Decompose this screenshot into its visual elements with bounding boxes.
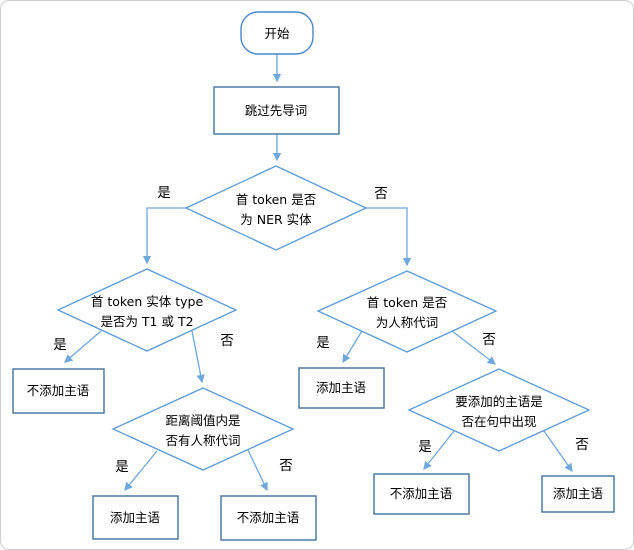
skip-label: 跳过先导词 (245, 103, 308, 118)
add-1-label: 添加主语 (110, 510, 160, 525)
process-shape (373, 473, 470, 515)
label-dthreshold-yes: 是 (115, 459, 129, 475)
dthreshold-line1: 距离阈值内是 (165, 413, 241, 428)
decision-shape (316, 270, 498, 353)
node-no-subject-right: 不添加主语 (373, 473, 470, 515)
edge-dappear-no (543, 430, 573, 473)
dpronoun-line1: 首 token 是否 (367, 295, 447, 310)
edge-dtype-yes (64, 330, 102, 363)
process-shape (213, 86, 340, 135)
node-decision-first-token-pronoun: 首 token 是否 为人称代词 (316, 270, 498, 353)
process-shape (12, 368, 105, 414)
dthreshold-line2: 否有人称代词 (165, 433, 240, 448)
start-label: 开始 (264, 26, 290, 41)
process-shape (298, 367, 385, 409)
node-no-subject-mid: 不添加主语 (220, 495, 317, 541)
no-add-2-label: 不添加主语 (237, 510, 300, 525)
node-decision-subject-appears-in-sentence: 要添加的主语是 否在句中出现 (407, 368, 591, 452)
node-add-subject-right-right: 添加主语 (541, 475, 615, 513)
process-shape (92, 495, 179, 540)
label-dner-no: 否 (374, 186, 388, 202)
dner-line1: 首 token 是否 (236, 192, 316, 207)
dpronoun-line2: 为人称代词 (376, 315, 439, 330)
process-shape (220, 495, 317, 541)
label-dtype-yes: 是 (53, 337, 67, 353)
no-add-3-label: 不添加主语 (390, 486, 453, 501)
label-dner-yes: 是 (157, 185, 171, 201)
label-dpronoun-no: 否 (482, 332, 496, 348)
node-decision-first-token-ner: 首 token 是否 为 NER 实体 (184, 165, 368, 251)
dappear-line1: 要添加的主语是 (455, 394, 543, 409)
decision-shape (111, 387, 295, 471)
edge-labels: 是 否 是 否 是 否 是 否 是 否 (53, 185, 589, 475)
decision-shape (184, 165, 368, 251)
node-start: 开始 (240, 11, 314, 55)
add-2-label: 添加主语 (316, 380, 366, 395)
start-terminator-shape (240, 11, 314, 55)
decision-shape (407, 368, 591, 452)
edge-dpronoun-no (451, 330, 497, 365)
node-decision-pronoun-within-threshold: 距离阈值内是 否有人称代词 (111, 387, 295, 471)
edge-dner-yes (142, 207, 186, 265)
edge-dtype-no (191, 330, 205, 384)
label-dappear-no: 否 (575, 437, 589, 453)
process-shape (541, 475, 615, 513)
node-no-subject-left: 不添加主语 (12, 368, 105, 414)
dappear-line2: 否在句中出现 (461, 414, 536, 429)
label-dtype-no: 否 (220, 333, 234, 349)
connectors (64, 54, 573, 492)
node-add-subject-right-left: 添加主语 (298, 367, 385, 409)
no-add-1-label: 不添加主语 (27, 383, 90, 398)
node-decision-entity-type-t1-t2: 首 token 实体 type 是否为 T1 或 T2 (56, 268, 238, 352)
dner-line2: 为 NER 实体 (240, 212, 312, 227)
label-dpronoun-yes: 是 (316, 335, 330, 351)
edge-dthreshold-yes (124, 450, 158, 491)
label-dappear-yes: 是 (418, 439, 432, 455)
edge-dner-no (366, 207, 412, 267)
decision-shape (56, 268, 238, 352)
dtype-line2: 是否为 T1 或 T2 (100, 314, 193, 329)
node-add-subject-mid-left: 添加主语 (92, 495, 179, 540)
node-skip-leading-words: 跳过先导词 (213, 86, 340, 135)
dtype-line1: 首 token 实体 type (91, 294, 204, 309)
edge-dpronoun-yes (342, 330, 363, 364)
edge-dappear-yes (423, 430, 455, 470)
label-dthreshold-no: 否 (279, 458, 293, 474)
edge-dthreshold-no (247, 449, 268, 492)
add-3-label: 添加主语 (553, 486, 603, 501)
